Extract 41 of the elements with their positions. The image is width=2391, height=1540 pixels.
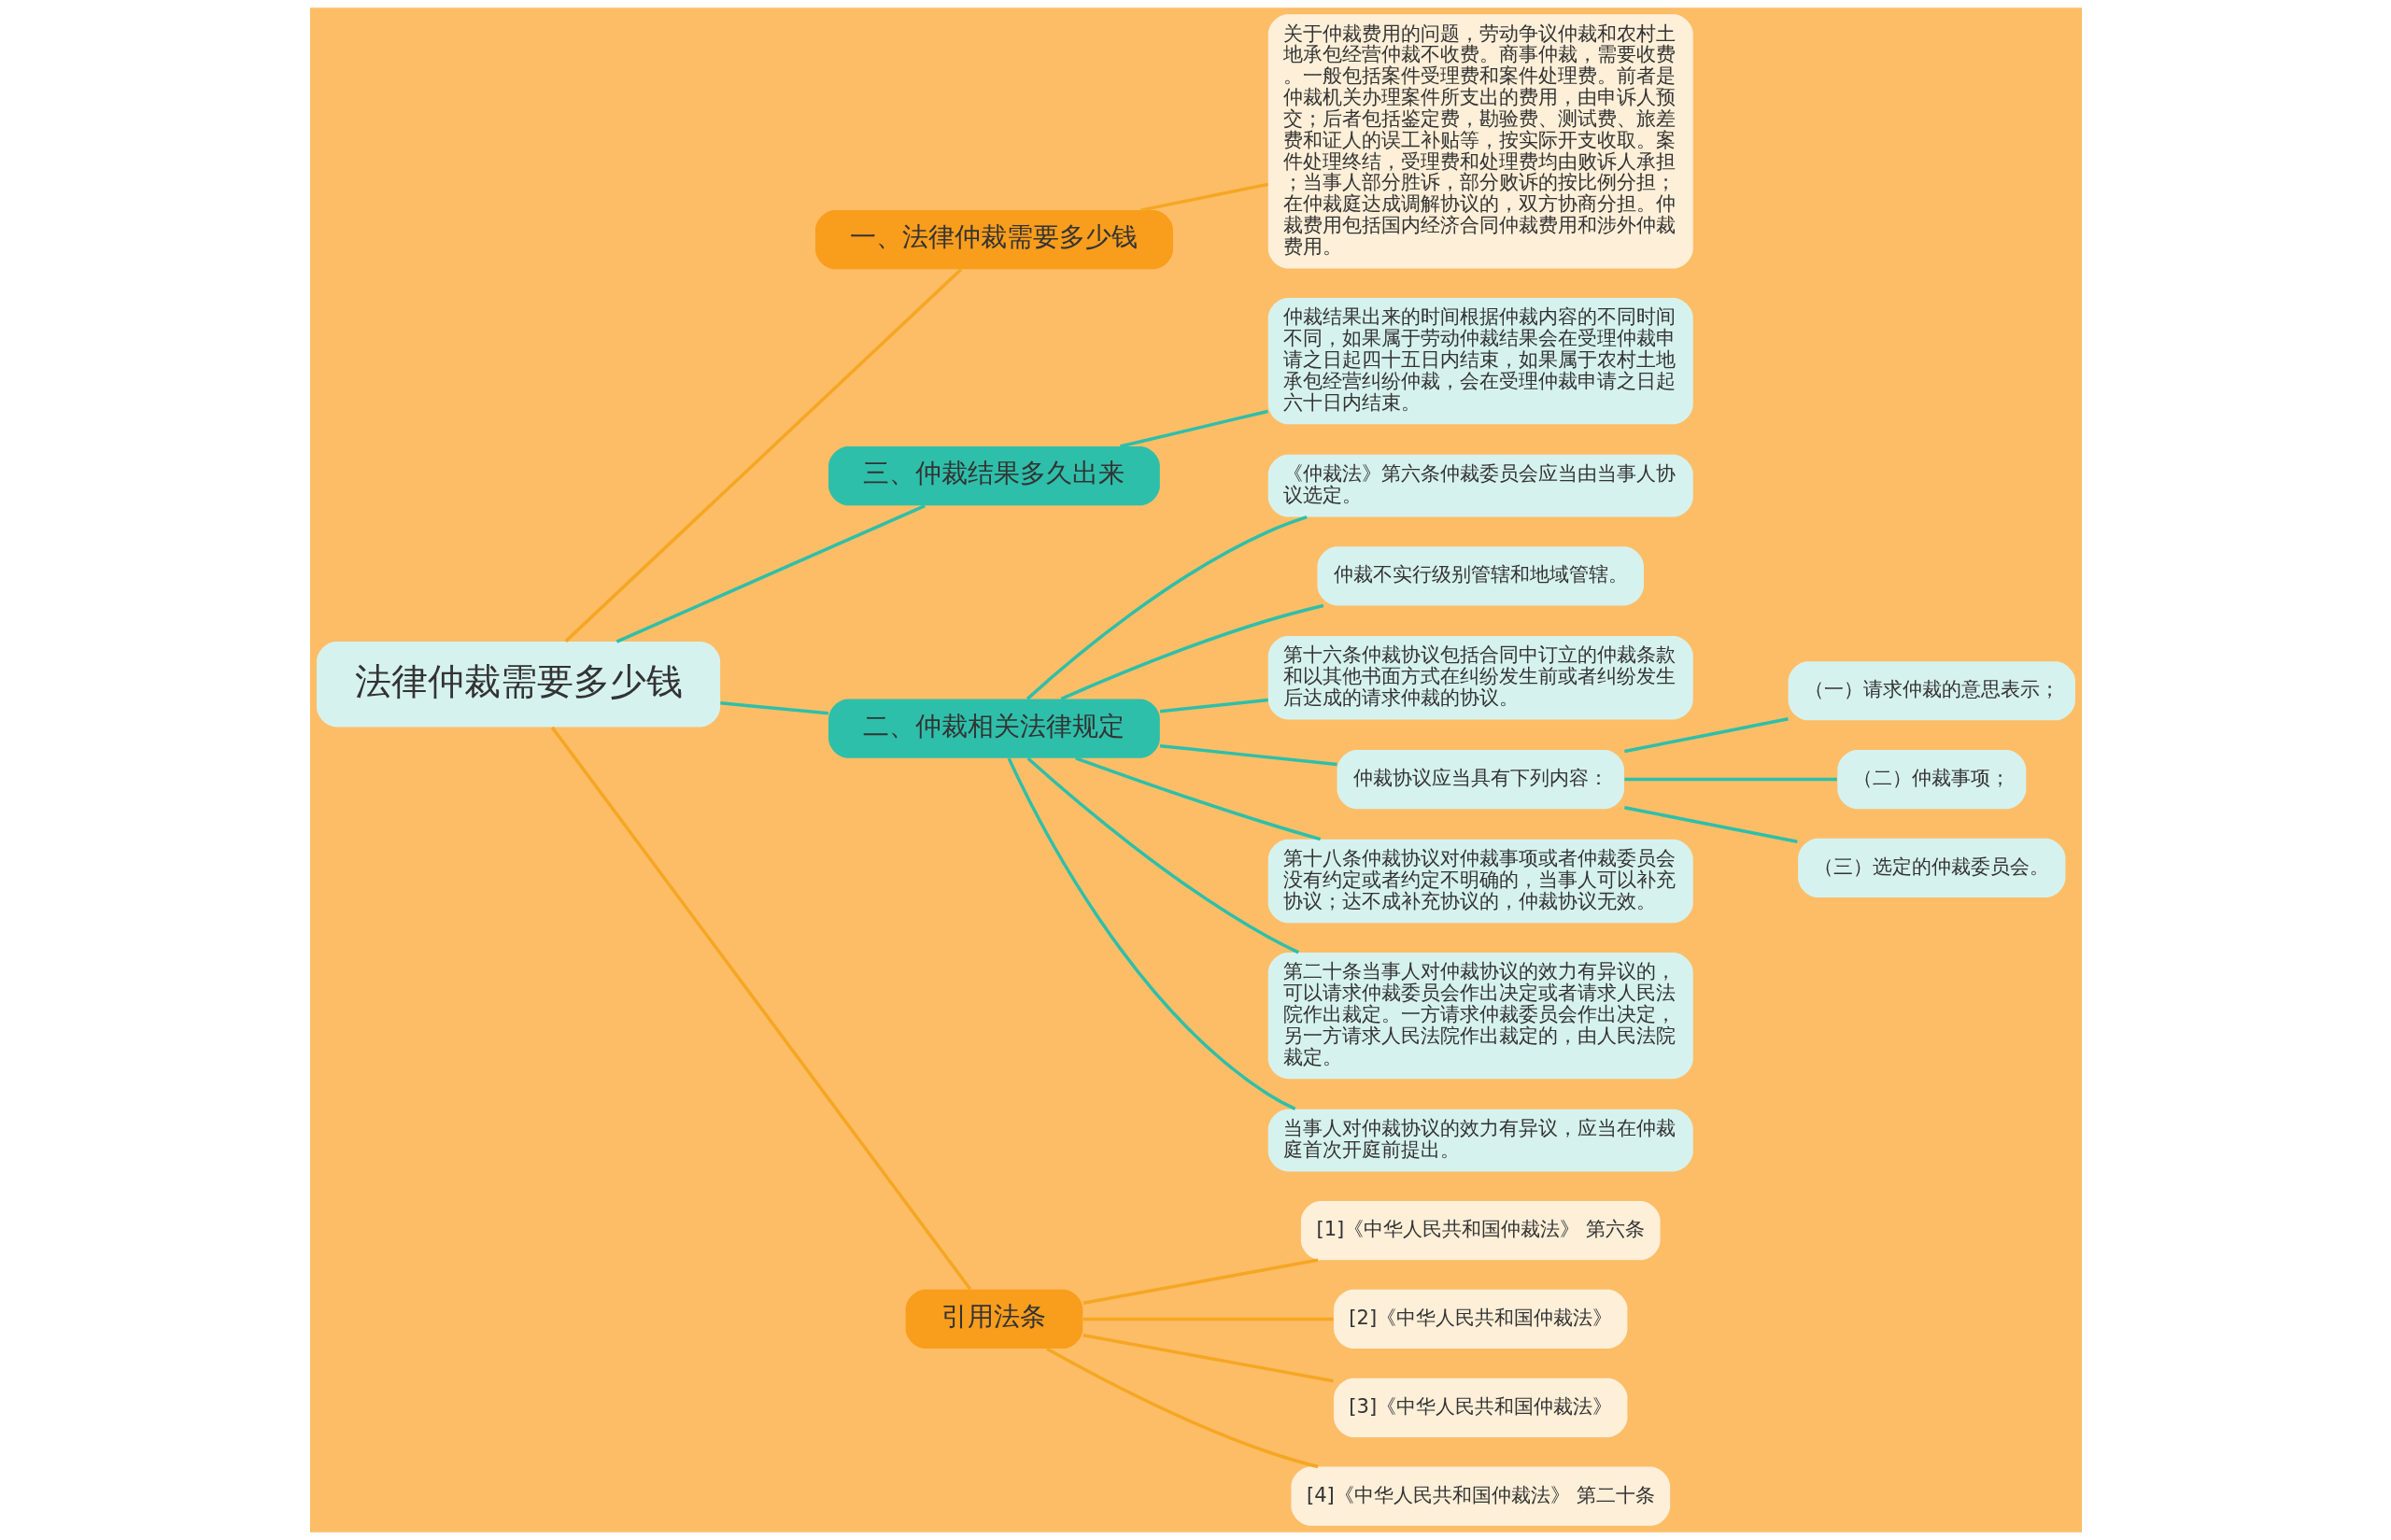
node-box: 三、仲裁结果多久出来 xyxy=(828,446,1160,506)
node-box: 法律仲裁需要多少钱 xyxy=(316,642,720,728)
connector xyxy=(1159,743,1337,767)
node-box: 仲裁不实行级别管辖和地域管辖。 xyxy=(1317,546,1644,606)
node-box: 当事人对仲裁协议的效力有异议，应当在仲裁庭首次开庭前提出。 xyxy=(1267,1109,1693,1172)
node-box: 仲裁协议应当具有下列内容： xyxy=(1337,750,1624,810)
connector xyxy=(1026,756,1299,954)
node-box: 第十八条仲裁协议对仲裁事项或者仲裁委员会没有约定或者约定不明确的，当事人可以补充协议；达不成补充协议的，仲裁协议无效。 xyxy=(1267,839,1693,924)
node-box: 第二十条当事人对仲裁协议的效力有异议的，可以请求仲裁委员会作出决定或者请求人民法院作出裁定。一方请求仲裁委员会作出决定，另一方请求人民法院作出裁定的，由人民法院裁定。 xyxy=(1267,952,1693,1080)
node-box: [3]《中华人民共和国仲裁法》 xyxy=(1333,1378,1627,1437)
connector xyxy=(1007,757,1295,1111)
node-box: 第十六条仲裁协议包括合同中订立的仲裁条款和以其他书面方式在纠纷发生前或者纠纷发生后达成的请求仲裁的协议。 xyxy=(1267,635,1693,720)
connector xyxy=(1119,409,1268,448)
connector xyxy=(1026,516,1308,700)
connector xyxy=(1623,806,1798,844)
node-box: （二）仲裁事项； xyxy=(1836,750,2026,810)
connector xyxy=(1623,777,1837,782)
connector xyxy=(615,503,926,643)
connector xyxy=(550,726,971,1291)
node-box: 关于仲裁费用的问题，劳动争议仲裁和农村土地承包经营仲裁不收费。商事仲裁，需要收费。一般包括案件受理费和案件处理费。前者是仲裁机关办理案件所支出的费用，由申诉人预交；后者包括鉴定费，勘验费、测试费、旅差费和证人的误工补贴等，按实际开支收取。案件处理终结，受理费和处理费均由败诉人承担；当事人部分胜诉，部分败诉的按比例分担；在仲裁庭达成调解协议的，双方协商分担。仲裁费用包括国内经济合同仲裁费用和涉外仲裁费用。 xyxy=(1267,14,1693,269)
connector xyxy=(1159,698,1268,713)
node-box: 《仲裁法》第六条仲裁委员会应当由当事人协议选定。 xyxy=(1267,454,1693,517)
node-box: （一）请求仲裁的意思表示； xyxy=(1788,661,2075,721)
connector xyxy=(1082,1317,1334,1321)
node-box: 仲裁结果出来的时间根据仲裁内容的不同时间不同，如果属于劳动仲裁结果会在受理仲裁申请之日起四十五日内结束，如果属于农村土地承包经营纠纷仲裁，会在受理仲裁申请之日起六十日内结束。 xyxy=(1267,298,1693,425)
node-box: 一、法律仲裁需要多少钱 xyxy=(814,210,1173,270)
node-box: [4]《中华人民共和国仲裁法》 第二十条 xyxy=(1290,1466,1670,1526)
connector xyxy=(719,701,828,715)
node-box: （三）选定的仲裁委员会。 xyxy=(1797,838,2065,898)
connector xyxy=(1623,717,1789,754)
connector xyxy=(1082,1258,1318,1306)
connector xyxy=(564,268,962,643)
connector xyxy=(1082,1333,1334,1383)
node-box: 引用法条 xyxy=(905,1289,1082,1349)
connector xyxy=(1045,1347,1318,1469)
node-box: [1]《中华人民共和国仲裁法》 第六条 xyxy=(1300,1201,1661,1261)
connector xyxy=(1139,182,1268,212)
connector xyxy=(1060,603,1323,700)
node-box: [2]《中华人民共和国仲裁法》 xyxy=(1333,1289,1627,1349)
node-box: 二、仲裁相关法律规定 xyxy=(828,699,1160,758)
connector xyxy=(1074,756,1321,841)
